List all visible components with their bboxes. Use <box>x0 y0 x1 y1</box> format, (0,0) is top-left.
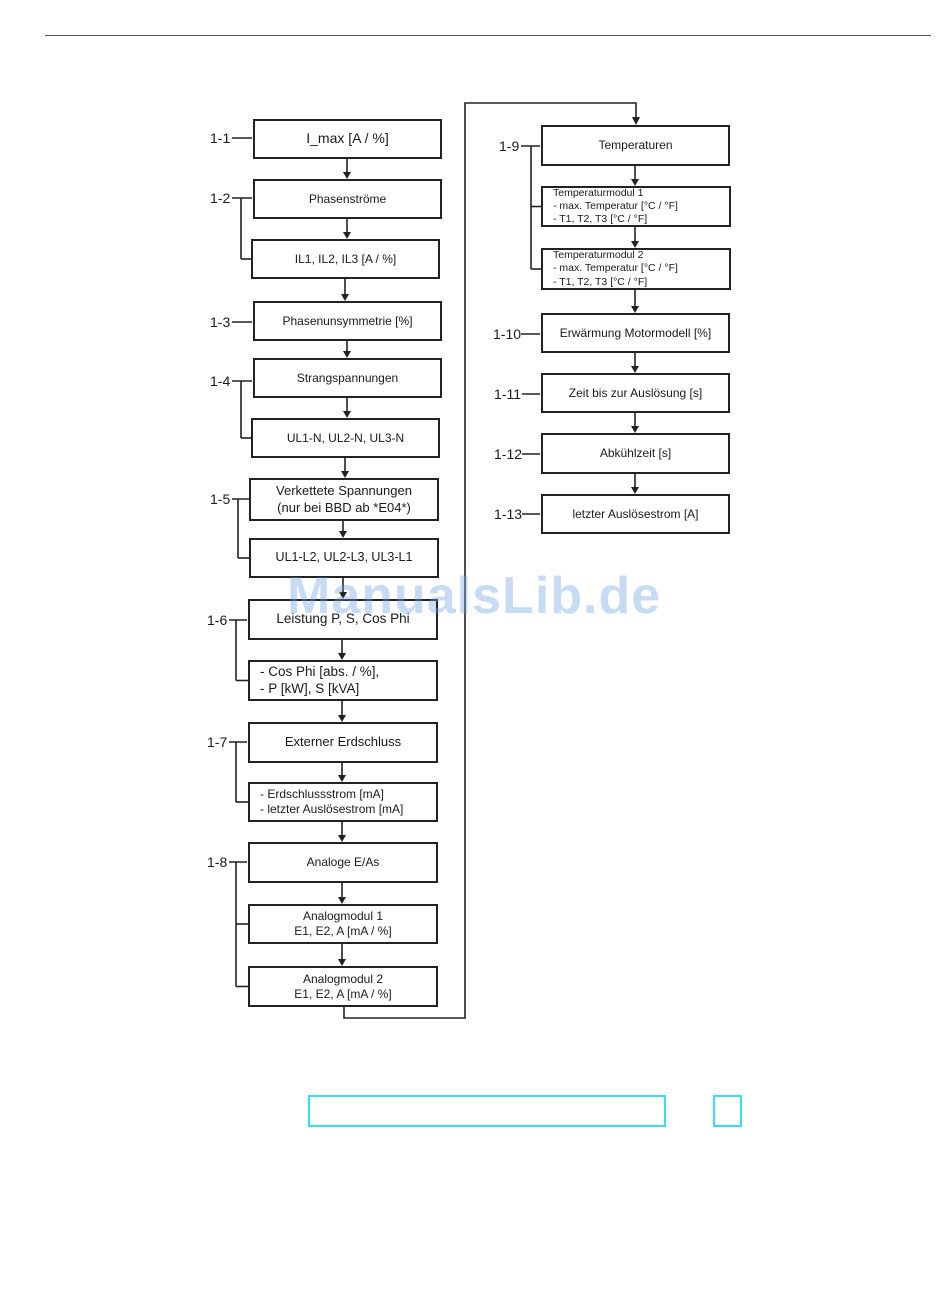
box-text-line: Leistung P, S, Cos Phi <box>276 611 410 627</box>
box-text-line: Temperaturmodul 2 <box>553 249 644 262</box>
column-return-path <box>343 102 637 1019</box>
left-column-arrow-4-head <box>343 411 351 418</box>
left-column-arrow-0-head <box>343 172 351 179</box>
box-text-line: Strangspannungen <box>296 370 399 385</box>
box-text-line: UL1-L2, UL2-L3, UL3-L1 <box>275 550 413 565</box>
box-text-line: - Cos Phi [abs. / %], <box>260 663 380 679</box>
left-column-arrow-1-head <box>343 232 351 239</box>
box-text-line: Zeit bis zur Auslösung [s] <box>568 385 703 400</box>
step-1-10-box-1: Erwärmung Motormodell [%] <box>541 313 730 353</box>
step-1-2-box-2: IL1, IL2, IL3 [A / %] <box>251 239 440 279</box>
right-column-arrow-2-head <box>631 306 639 313</box>
box-text-line: Abkühlzeit [s] <box>599 446 672 460</box>
step-id-1-4: 1-4 <box>210 373 231 389</box>
top-rule <box>45 35 931 36</box>
step-1-9-box-3: Temperaturmodul 2- max. Temperatur [°C /… <box>541 248 731 290</box>
box-text-line: - T1, T2, T3 [°C / °F] <box>553 213 648 226</box>
step-1-6-box-1: Leistung P, S, Cos Phi <box>248 599 438 640</box>
step-1-9-box-1: Temperaturen <box>541 125 730 166</box>
box-text-line: (nur bei BBD ab *E04*) <box>277 499 411 515</box>
box-text-line: Verkettete Spannungen <box>276 483 412 499</box>
step-1-5-box-1: Verkettete Spannungen(nur bei BBD ab *E0… <box>249 478 439 521</box>
step-1-4-box-2: UL1-N, UL2-N, UL3-N <box>251 418 440 458</box>
box-text-line: - P [kW], S [kVA] <box>260 680 360 696</box>
step-1-3-box-1: Phasenunsymmetrie [%] <box>253 301 442 341</box>
step-1-5-box-2: UL1-L2, UL2-L3, UL3-L1 <box>249 538 439 578</box>
left-column-arrow-13-head <box>338 959 346 966</box>
step-id-1-5: 1-5 <box>210 491 231 507</box>
box-text-line: E1, E2, A [mA / %] <box>294 924 392 938</box>
box-text-line: Phasenunsymmetrie [%] <box>282 313 413 328</box>
cyan-frame-bar <box>308 1095 666 1127</box>
box-text-line: Analogmodul 1 <box>302 909 384 923</box>
step-id-1-2: 1-2 <box>210 190 231 206</box>
step-id-1-1: 1-1 <box>210 130 231 146</box>
left-column-arrow-10-head <box>338 775 346 782</box>
box-text-line: UL1-N, UL2-N, UL3-N <box>286 430 405 445</box>
step-id-1-12: 1-12 <box>494 446 523 462</box>
right-column-arrow-0-head <box>631 179 639 186</box>
step-id-1-10: 1-10 <box>493 326 522 342</box>
step-id-1-8: 1-8 <box>207 854 228 870</box>
box-text-line: Analogmodul 2 <box>302 971 384 986</box>
step-1-4-box-1: Strangspannungen <box>253 358 442 398</box>
step-id-1-3: 1-3 <box>210 314 231 330</box>
box-text-line: Erwärmung Motormodell [%] <box>559 325 712 340</box>
box-text-line: - max. Temperatur [°C / °F] <box>553 262 678 275</box>
step-1-11-box-1: Zeit bis zur Auslösung [s] <box>541 373 730 413</box>
box-text-line: IL1, IL2, IL3 [A / %] <box>294 251 397 266</box>
right-column-arrow-5-head <box>631 487 639 494</box>
box-text-line: - T1, T2, T3 [°C / °F] <box>553 275 648 288</box>
left-column-arrow-3-head <box>343 351 351 358</box>
column-return-arrowhead <box>632 117 640 125</box>
step-1-6-box-2: - Cos Phi [abs. / %],- P [kW], S [kVA] <box>248 660 438 701</box>
step-id-1-9: 1-9 <box>499 138 520 154</box>
right-column-arrow-4-head <box>631 426 639 433</box>
box-text-line: Phasenströme <box>308 191 387 206</box>
box-text-line: I_max [A / %] <box>306 130 389 147</box>
cyan-frame-square <box>713 1095 742 1127</box>
box-text-line: - letzter Auslösestrom [mA] <box>260 802 404 816</box>
step-1-1-box-1: I_max [A / %] <box>253 119 442 159</box>
left-column-arrow-6-head <box>339 531 347 538</box>
right-column-arrow-3-head <box>631 366 639 373</box>
box-text-line: letzter Auslösestrom [A] <box>572 506 699 521</box>
left-column-arrow-5-head <box>341 471 349 478</box>
box-text-line: - Erdschlussstrom [mA] <box>260 787 385 801</box>
left-column-arrow-7-head <box>339 592 347 599</box>
box-text-line: Externer Erdschluss <box>284 734 402 750</box>
step-1-7-box-2: - Erdschlussstrom [mA]- letzter Auslöses… <box>248 782 438 822</box>
step-1-8-box-1: Analoge E/As <box>248 842 438 883</box>
step-1-13-box-1: letzter Auslösestrom [A] <box>541 494 730 534</box>
step-1-9-box-2: Temperaturmodul 1- max. Temperatur [°C /… <box>541 186 731 227</box>
right-column-arrow-1-head <box>631 241 639 248</box>
step-id-1-6: 1-6 <box>207 612 228 628</box>
box-text-line: Analoge E/As <box>306 855 380 869</box>
box-text-line: Temperaturen <box>598 138 673 152</box>
box-text-line: E1, E2, A [mA / %] <box>294 986 392 1001</box>
left-column-arrow-8-head <box>338 653 346 660</box>
box-text-line: Temperaturmodul 1 <box>553 186 644 199</box>
box-text-line: - max. Temperatur [°C / °F] <box>553 199 678 212</box>
step-id-1-11: 1-11 <box>494 386 521 402</box>
left-column-arrow-12-head <box>338 897 346 904</box>
left-column-arrow-2-head <box>341 294 349 301</box>
step-1-7-box-1: Externer Erdschluss <box>248 722 438 763</box>
step-1-12-box-1: Abkühlzeit [s] <box>541 433 730 474</box>
watermark: ManualsLib.de <box>287 567 662 625</box>
left-column-arrow-11-head <box>338 835 346 842</box>
step-1-2-box-1: Phasenströme <box>253 179 442 219</box>
left-column-arrow-9-head <box>338 715 346 722</box>
step-id-1-7: 1-7 <box>207 734 228 750</box>
step-id-1-13: 1-13 <box>494 506 523 522</box>
